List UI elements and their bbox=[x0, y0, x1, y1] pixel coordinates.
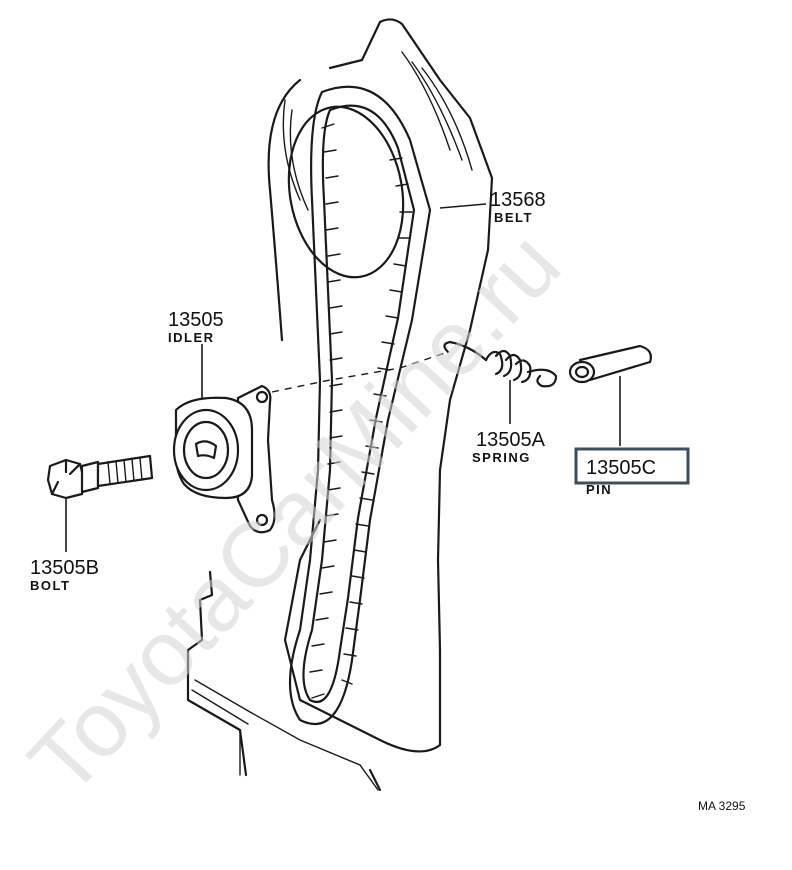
pivot-pin bbox=[568, 344, 652, 384]
idler-bolt bbox=[46, 454, 154, 500]
alignment-dashed-line bbox=[271, 351, 449, 393]
timing-belt bbox=[288, 85, 432, 726]
belt-part-number: 13568 bbox=[490, 189, 546, 211]
spring-part-name: SPRING bbox=[472, 450, 531, 465]
tension-spring bbox=[443, 340, 558, 388]
watermark-text: ToyotaCarMine.ru bbox=[10, 213, 580, 814]
idler-part-number: 13505 bbox=[168, 309, 224, 331]
belt-part-name: BELT bbox=[494, 210, 533, 225]
bolt-part-number: 13505B bbox=[30, 557, 99, 579]
diagram-reference-code: MA 3295 bbox=[698, 799, 746, 813]
spring-part-number: 13505A bbox=[476, 429, 546, 451]
timing-cover bbox=[267, 18, 494, 753]
camshaft-pulley bbox=[287, 105, 405, 279]
bolt-part-name: BOLT bbox=[30, 578, 70, 593]
pin-part-name: PIN bbox=[586, 482, 612, 497]
leader-lines bbox=[65, 203, 621, 552]
idler-pulley bbox=[172, 384, 276, 534]
pin-part-number: 13505C bbox=[586, 457, 656, 479]
engine-block bbox=[186, 570, 382, 792]
pin-highlight-box bbox=[574, 447, 690, 485]
idler-part-name: IDLER bbox=[168, 330, 215, 345]
